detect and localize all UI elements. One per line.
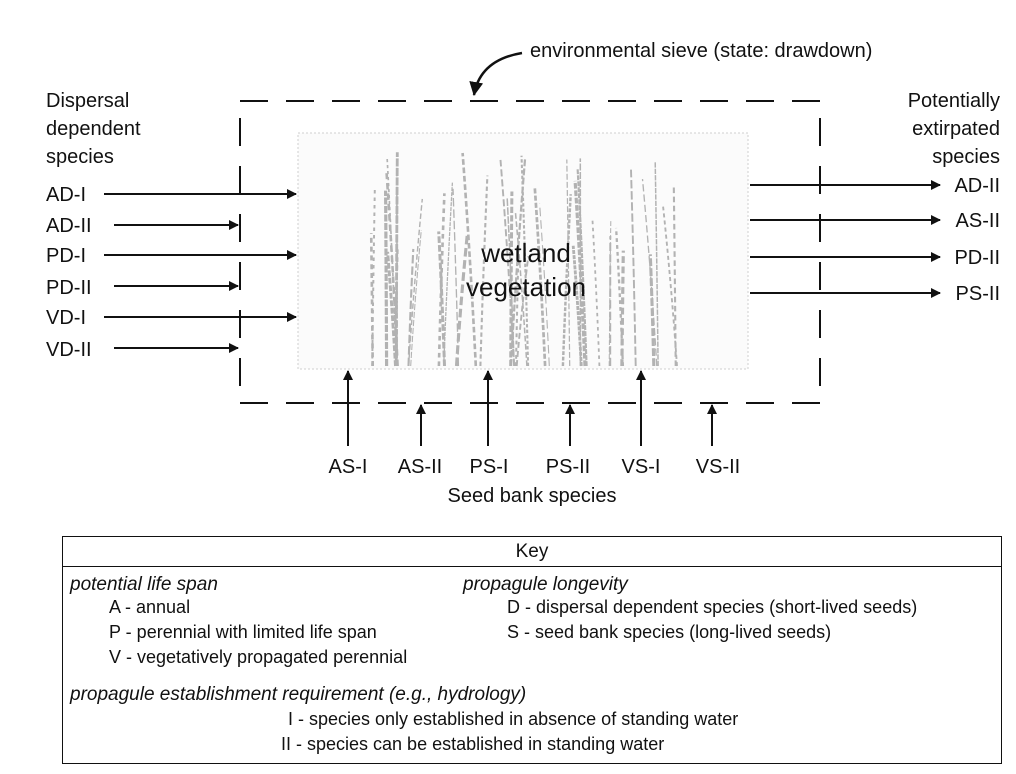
bottom-input-vs-i: VS-I: [622, 370, 661, 478]
left-input-pd-i: PD-I: [46, 245, 297, 267]
grass-stroke: [514, 211, 528, 367]
grass-stroke: [630, 169, 637, 367]
life-span-item-a: A - annual: [109, 597, 191, 617]
life-span-heading: potential life span: [70, 574, 218, 595]
grass-stroke: [648, 254, 656, 367]
establishment-item-ii: II - species can be established in stand…: [281, 734, 665, 754]
grass-stroke: [385, 173, 399, 367]
svg-text:PD-II: PD-II: [46, 277, 92, 299]
svg-text:VD-I: VD-I: [46, 307, 86, 329]
longevity-item-s: S - seed bank species (long-lived seeds): [507, 622, 832, 642]
svg-text:PS-II: PS-II: [546, 456, 590, 478]
grass-stroke: [515, 256, 530, 367]
grass-stroke: [407, 248, 415, 367]
grass-stroke: [614, 227, 625, 367]
svg-text:AS-II: AS-II: [956, 210, 1000, 232]
left-input-ad-i: AD-I: [46, 184, 297, 206]
life-span-item-p: P - perennial with limited life span: [109, 622, 377, 642]
grass-stroke: [654, 161, 659, 367]
grass-stroke: [479, 175, 489, 367]
key-box: Key potential life span A - annual P - p…: [62, 536, 1002, 764]
seed-bank-label: Seed bank species: [447, 485, 616, 507]
establishment-heading: propagule establishment requirement (e.g…: [70, 684, 527, 705]
svg-text:AD-II: AD-II: [954, 175, 1000, 197]
grass-stroke: [561, 194, 572, 367]
svg-text:VS-II: VS-II: [696, 456, 740, 478]
grass-stroke: [573, 180, 587, 367]
center-label-line2: vegetation: [466, 272, 586, 302]
right-outputs: AD-II AS-II PD-II PS-II: [750, 175, 1000, 305]
svg-text:AD-II: AD-II: [46, 215, 92, 237]
bottom-input-ps-ii: PS-II: [546, 404, 590, 478]
grass-stroke: [509, 158, 527, 367]
grass-stroke: [410, 230, 422, 367]
right-output-ps-ii: PS-II: [750, 283, 1000, 305]
right-output-as-ii: AS-II: [750, 210, 1000, 232]
bottom-input-ps-i: PS-I: [470, 370, 509, 478]
grass-stroke: [514, 245, 520, 367]
life-span-item-v: V - vegetatively propagated perennial: [109, 647, 408, 667]
left-input-vd-i: VD-I: [46, 307, 297, 329]
svg-text:species: species: [932, 146, 1000, 168]
svg-text:PS-II: PS-II: [956, 283, 1000, 305]
bottom-input-vs-ii: VS-II: [696, 404, 740, 478]
grass-stroke: [437, 193, 446, 367]
grass-stroke: [509, 191, 514, 367]
left-input-ad-ii: AD-II: [46, 215, 239, 237]
grass-stroke: [506, 198, 515, 367]
sieve-pointer-arrow: [469, 51, 523, 96]
grass-stroke: [437, 231, 446, 367]
svg-text:Dispersal: Dispersal: [46, 90, 129, 112]
key-title: Key: [63, 537, 1001, 567]
bottom-input-as-i: AS-I: [329, 370, 368, 478]
grass-stroke: [533, 186, 547, 367]
svg-text:Potentially: Potentially: [908, 90, 1000, 112]
grass-stroke: [461, 152, 478, 367]
grass-stroke: [566, 159, 571, 367]
svg-text:PD-I: PD-I: [46, 245, 86, 267]
grass-stroke: [576, 168, 588, 367]
svg-text:AS-II: AS-II: [398, 456, 442, 478]
svg-text:VS-I: VS-I: [622, 456, 661, 478]
grass-stroke: [539, 203, 550, 367]
environmental-sieve: [239, 100, 821, 404]
svg-text:PD-II: PD-II: [954, 247, 1000, 269]
grass-stroke: [384, 190, 389, 367]
right-output-ad-ii: AD-II: [750, 175, 1000, 197]
diagram-canvas: environmental sieve (state: drawdown) we…: [46, 40, 1000, 507]
bottom-inputs: AS-I AS-II PS-I PS-II VS-I VS-II: [329, 370, 740, 478]
sieve-label: environmental sieve (state: drawdown): [530, 40, 872, 62]
establishment-item-i: I - species only established in absence …: [288, 709, 739, 729]
grass-stroke: [620, 250, 625, 367]
svg-text:AS-I: AS-I: [329, 456, 368, 478]
right-output-pd-ii: PD-II: [750, 247, 1000, 269]
grass-stroke: [571, 245, 583, 367]
svg-text:PS-I: PS-I: [470, 456, 509, 478]
right-header: Potentially extirpated species: [908, 90, 1000, 168]
longevity-item-d: D - dispersal dependent species (short-l…: [507, 597, 918, 617]
left-input-pd-ii: PD-II: [46, 277, 239, 299]
svg-text:VD-II: VD-II: [46, 339, 92, 361]
grass-stroke: [369, 233, 375, 367]
svg-text:species: species: [46, 146, 114, 168]
svg-text:AD-I: AD-I: [46, 184, 86, 206]
left-header: Dispersal dependent species: [46, 90, 141, 168]
grass-stroke: [591, 220, 601, 367]
center-label-line1: wetland: [480, 238, 571, 268]
grass-stroke: [662, 206, 678, 367]
bottom-input-as-ii: AS-II: [398, 404, 442, 478]
vegetation-image: [297, 132, 749, 370]
grass-stroke: [386, 251, 397, 367]
svg-text:dependent: dependent: [46, 118, 141, 140]
svg-text:extirpated: extirpated: [912, 118, 1000, 140]
left-input-vd-ii: VD-II: [46, 339, 239, 361]
grass-stroke: [452, 188, 460, 367]
longevity-heading: propagule longevity: [463, 574, 628, 595]
left-inputs: AD-I AD-II PD-I PD-II VD-I VD-II: [46, 184, 297, 361]
